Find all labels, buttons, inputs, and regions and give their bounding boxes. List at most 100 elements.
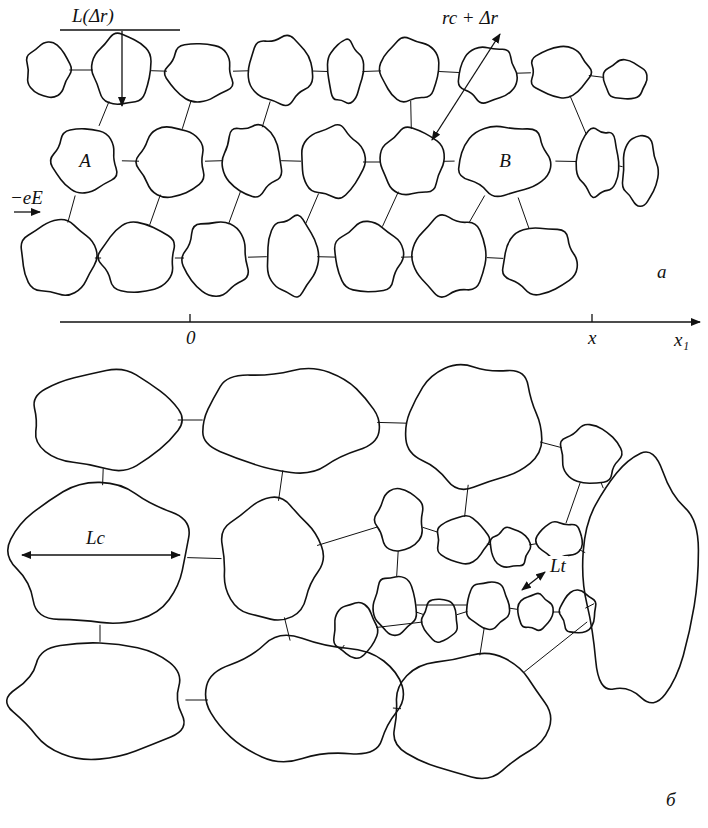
dimension-arrow <box>522 572 545 590</box>
cluster-blob <box>267 215 318 297</box>
cluster-blob <box>21 220 97 296</box>
x-axis <box>60 321 700 322</box>
cluster-blob <box>34 369 182 470</box>
bond-line <box>187 558 221 559</box>
dimension-label: Lc <box>84 528 107 547</box>
bond-line <box>439 72 459 73</box>
bond-line <box>382 192 398 227</box>
dimension-label: Lt <box>548 556 568 575</box>
cluster-blob <box>406 365 542 490</box>
cluster-blob <box>560 424 622 483</box>
bond-line <box>341 645 345 650</box>
cluster-blob <box>206 635 404 761</box>
bond-line <box>279 470 283 501</box>
cluster-blob <box>576 128 619 197</box>
cluster-blob <box>27 42 72 97</box>
cluster-blob <box>394 653 551 778</box>
cluster-blob <box>421 599 457 642</box>
bond-line <box>306 194 319 224</box>
axis-tick-label: 0 <box>184 328 198 347</box>
cluster-blob <box>334 602 378 658</box>
cluster-node: B <box>453 120 557 200</box>
bond-line <box>312 71 328 73</box>
bond-line <box>150 195 161 225</box>
bond-line <box>248 256 267 258</box>
cluster-blob <box>98 222 174 292</box>
cluster-blob <box>490 527 530 567</box>
bond-line <box>178 420 203 421</box>
bond-line <box>376 622 422 628</box>
bond-line <box>540 442 562 448</box>
cluster-blob <box>8 482 189 623</box>
cluster-blob <box>503 228 578 295</box>
cluster-blob <box>458 47 517 103</box>
bond-line <box>95 258 101 259</box>
cluster-blob <box>467 582 510 629</box>
cluster-blob <box>531 46 591 98</box>
bond-line <box>570 96 586 135</box>
bond-line <box>99 101 109 126</box>
bond-line <box>416 612 424 615</box>
cluster-blob <box>412 215 486 297</box>
cluster-blob <box>136 127 204 198</box>
bond-line <box>363 162 381 163</box>
bond-line <box>585 604 594 609</box>
bond-line <box>284 617 290 640</box>
bond-line <box>553 612 561 613</box>
cluster-blob <box>165 44 233 102</box>
cluster-blob <box>222 497 324 620</box>
bond-line <box>555 161 576 162</box>
bond-line <box>363 70 381 72</box>
bond-line <box>518 198 529 229</box>
dimension-label: L(Δr) <box>70 6 116 25</box>
bond-line <box>102 469 104 486</box>
bond-line <box>457 611 468 614</box>
bond-line <box>509 608 518 609</box>
bond-line <box>262 101 270 127</box>
bond-line <box>480 628 484 655</box>
bond-line <box>416 605 466 606</box>
bond-line <box>69 70 93 71</box>
bond-line <box>529 544 537 545</box>
bond-line <box>619 166 622 168</box>
cluster-node: A <box>47 122 123 198</box>
axis-tick-label: x <box>586 328 598 347</box>
axis-tick <box>189 314 190 322</box>
cluster-blob <box>559 590 596 633</box>
bond-line <box>397 551 399 576</box>
bond-line <box>487 257 503 259</box>
bond-line <box>401 256 413 257</box>
cluster-blob <box>203 368 380 473</box>
bond-line <box>410 101 412 129</box>
cluster-blob <box>536 522 583 559</box>
bond-line <box>100 625 101 642</box>
cluster-blob <box>583 452 699 703</box>
bond-line <box>317 256 335 257</box>
dimension-bar <box>60 29 180 30</box>
axis-tick <box>591 314 592 322</box>
bond-line <box>185 700 208 701</box>
cluster-label: A <box>47 151 123 170</box>
bond-line <box>487 544 491 546</box>
bond-line <box>517 72 531 73</box>
cluster-blob <box>182 222 248 296</box>
field-label: −eE <box>8 188 45 207</box>
bond-line <box>281 160 301 162</box>
cluster-blob <box>92 33 151 104</box>
bond-line <box>175 258 184 259</box>
bond-line <box>524 622 587 672</box>
bond-line <box>579 550 585 553</box>
panel-letter: а <box>655 262 669 281</box>
dimension-arrow <box>22 554 180 555</box>
bond-line <box>566 482 580 523</box>
bond-line <box>122 160 139 161</box>
cluster-blob <box>603 60 647 99</box>
cluster-label: B <box>453 151 557 170</box>
cluster-blob <box>335 221 404 291</box>
cluster-blob <box>379 37 438 102</box>
cluster-blob <box>374 489 422 551</box>
bond-line <box>393 708 401 710</box>
cluster-blob <box>437 516 489 564</box>
cluster-blob <box>622 136 658 207</box>
